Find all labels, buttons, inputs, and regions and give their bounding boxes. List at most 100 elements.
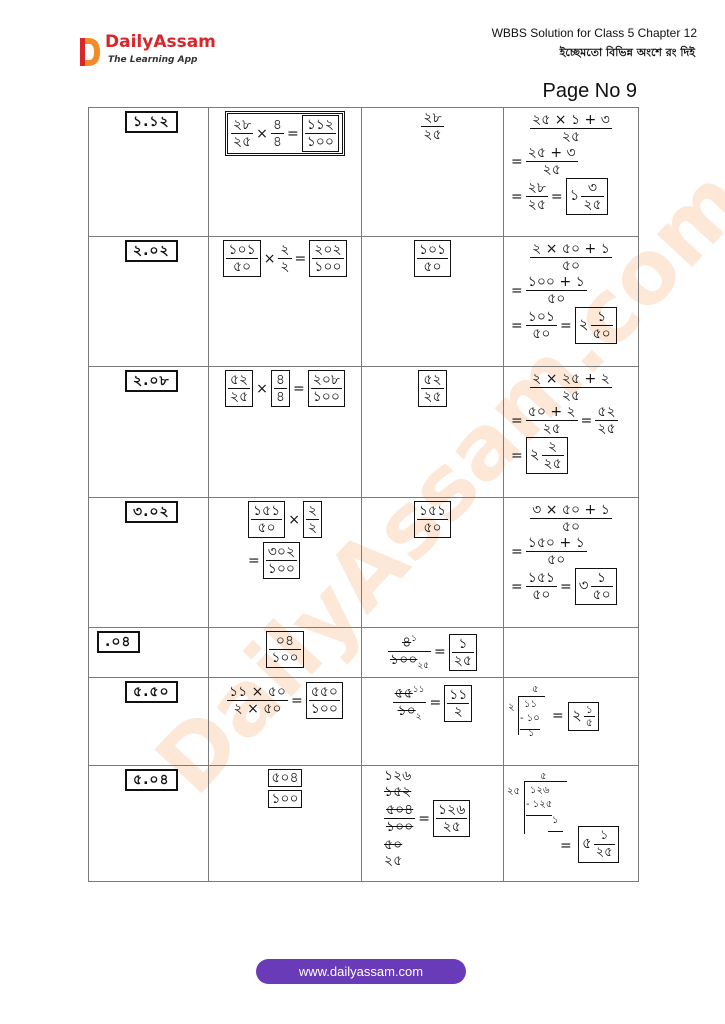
division-dividend: ১২৬ xyxy=(530,785,550,796)
fraction-numerator: ৪ xyxy=(275,372,285,388)
fraction-numerator: ১০১ xyxy=(418,242,447,258)
whole-part: ২ xyxy=(578,315,589,333)
fraction-numerator: ২০২ xyxy=(314,242,342,258)
fraction-numerator: ২৫ × ১ + ৩ xyxy=(532,112,610,128)
fraction-denominator: ২৫ xyxy=(436,818,468,835)
fraction-numerator: ১২৬ xyxy=(438,802,466,818)
fraction-denominator: ২৫ xyxy=(525,420,578,437)
division-dividend: ১১ xyxy=(524,699,537,710)
fraction-denominator: ৪ xyxy=(273,388,287,405)
reduced-denominator: ২ xyxy=(415,711,422,722)
fraction-denominator: ৫০ xyxy=(530,257,612,274)
fraction-denominator: ২৫ xyxy=(421,388,444,405)
fraction-numerator: ৫৫০ xyxy=(310,684,338,700)
page-number: Page No 9 xyxy=(542,80,637,102)
division-quotient: ৫ xyxy=(532,684,539,695)
reduced-numerator: ১১ xyxy=(412,685,425,695)
fraction-denominator: ১০০ xyxy=(304,133,337,150)
whole-part: ২ xyxy=(572,706,582,724)
division-bracket xyxy=(518,696,545,735)
fraction-numerator: ৩ × ৫০ + ১ xyxy=(532,502,610,518)
fraction-numerator: ৫০৪ xyxy=(386,802,414,818)
decimal-value: ২.০২ xyxy=(125,240,178,262)
reduce-step: ৫০ xyxy=(384,837,403,853)
fraction-denominator: ১০০ xyxy=(269,649,301,666)
fraction-denominator: ৫০ xyxy=(416,519,449,536)
decimal-cell: ৫.৫০ xyxy=(88,677,209,766)
fraction-denominator: ২৫ xyxy=(525,196,548,213)
fraction-denominator: ২৫ xyxy=(451,651,474,669)
fraction-denominator: ৫০ xyxy=(590,586,613,603)
fraction-numerator: ৫২ xyxy=(423,372,442,388)
fraction-numerator: ২ × ২৫ + ২ xyxy=(532,371,610,387)
fraction-numerator: ১১ xyxy=(449,686,468,703)
fraction-denominator: ১০০ xyxy=(390,651,418,668)
decimal-cell: ৩.০২ xyxy=(88,497,209,628)
fraction-numerator: ২৮ xyxy=(232,117,252,133)
division-remainder: ১ xyxy=(528,728,535,739)
fraction-denominator: ২৫ xyxy=(595,420,618,437)
fraction-denominator: ১০০ xyxy=(268,790,302,808)
footer-url-link[interactable]: www.dailyassam.com xyxy=(256,959,466,984)
fraction-denominator: ২ xyxy=(305,519,320,536)
fraction-numerator: ১ xyxy=(585,703,593,716)
division-subtract: - ১০ xyxy=(520,711,540,730)
fraction-denominator: ২৫ xyxy=(541,455,564,472)
fraction-numerator: ১৫১ xyxy=(418,503,447,519)
fraction-numerator: ৩০২ xyxy=(267,544,296,560)
fraction-denominator: ১০০ xyxy=(308,700,341,717)
fraction-numerator: ৩ xyxy=(587,180,598,196)
fraction-denominator: ৫০ xyxy=(590,325,613,342)
fraction-numerator: ৫২ xyxy=(597,404,616,420)
fraction-numerator: ২৮ xyxy=(527,180,546,196)
fraction-denominator: ২ xyxy=(278,258,292,275)
fraction-numerator: ৪ xyxy=(272,117,282,133)
fraction-numerator: ২৫ + ৩ xyxy=(527,145,576,161)
fraction-denominator: ৫০ xyxy=(525,551,587,568)
whole-part: ৫ xyxy=(582,834,592,852)
fraction-denominator: ১০০ xyxy=(312,258,344,275)
fraction-denominator: ২৫ xyxy=(593,844,615,860)
fraction-denominator: ৫ xyxy=(583,716,595,729)
whole-part: ১ xyxy=(569,186,580,204)
fraction-denominator: ৫০ xyxy=(525,325,558,342)
division-remainder: ১ xyxy=(548,813,563,832)
fraction-denominator: ১০০ xyxy=(310,388,343,405)
fraction-denominator: ১০০ xyxy=(384,818,416,835)
logo-d-icon xyxy=(80,38,100,66)
fraction-numerator: ১ xyxy=(597,309,607,325)
fraction-denominator: ২৫ xyxy=(530,387,612,404)
fraction-denominator: ২৫ xyxy=(581,196,604,213)
fraction-denominator: ৫০ xyxy=(525,586,557,603)
decimal-value: .০৪ xyxy=(97,631,140,653)
decimal-cell: ১.১২ xyxy=(88,107,209,237)
fraction-denominator: ৫০ xyxy=(530,518,612,535)
decimal-value: ১.১২ xyxy=(125,111,178,133)
decimal-cell: ৫.০৪ xyxy=(88,765,209,882)
dailyassam-logo[interactable]: DailyAssam The Learning App xyxy=(78,32,228,72)
reduced-denominator: ২৫ xyxy=(417,660,430,671)
decimal-value: ৩.০২ xyxy=(125,501,178,523)
division-divisor: ২৫ xyxy=(507,786,520,797)
fraction-numerator: ১ xyxy=(597,570,607,586)
division-divisor: ২ xyxy=(508,702,515,713)
decimal-value: ২.০৮ xyxy=(125,370,178,392)
fraction-numerator: ৪ xyxy=(402,634,412,651)
fraction-denominator: ১০ xyxy=(397,702,416,719)
fraction-denominator: ৫০ xyxy=(226,258,258,275)
fraction-numerator: ০৪ xyxy=(275,633,295,649)
